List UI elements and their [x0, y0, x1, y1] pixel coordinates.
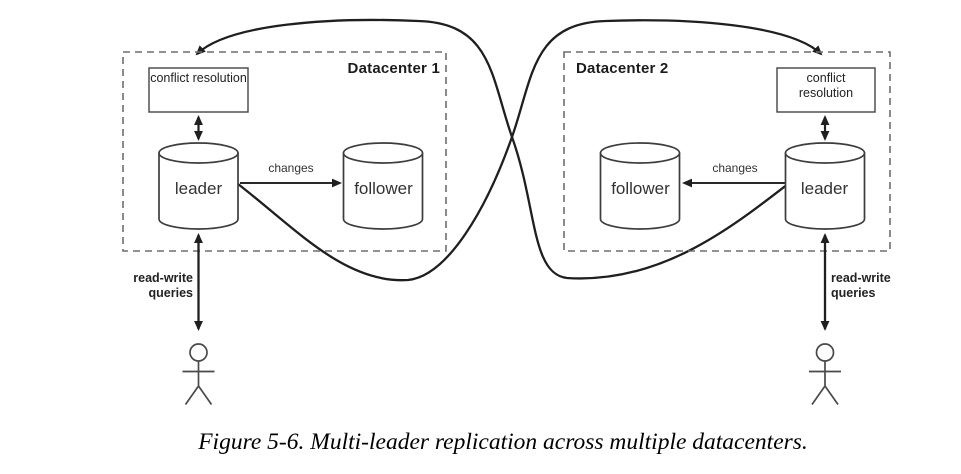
client-user-icon-dc2 [809, 343, 841, 405]
changes-label-dc1: changes [268, 161, 314, 175]
leader-database-cylinder-dc1 [158, 142, 239, 230]
read-write-queries-label-dc1: read-write queries [133, 271, 193, 300]
conflict-resolution-box-dc2 [776, 67, 876, 113]
conflict-resolution-box-dc1 [148, 67, 249, 113]
leader-label-dc2: leader [800, 179, 849, 198]
conflict-resolution-label-dc1: conflict resolution [150, 71, 247, 85]
datacenter2-boundary [563, 51, 891, 252]
datacenter2-title: Datacenter 2 [576, 60, 669, 77]
datacenter1-title: Datacenter 1 [347, 60, 440, 77]
figure-caption: Figure 5-6. Multi-leader replication acr… [198, 429, 808, 455]
follower-database-cylinder-dc2 [599, 142, 681, 230]
conflict-resolution-label-dc2: conflict resolution [798, 71, 854, 100]
leader-label-dc1: leader [174, 179, 223, 198]
follower-label-dc1: follower [354, 179, 413, 198]
datacenter1-boundary [122, 51, 447, 252]
client-user-icon-dc1 [182, 343, 215, 405]
follower-label-dc2: follower [611, 179, 670, 198]
changes-label-dc2: changes [712, 161, 758, 175]
follower-database-cylinder-dc1 [342, 142, 424, 230]
read-write-queries-label-dc2: read-write queries [831, 271, 891, 300]
replication-arrow-dc2-to-dc1 [195, 18, 789, 280]
leader-database-cylinder-dc2 [784, 142, 866, 230]
